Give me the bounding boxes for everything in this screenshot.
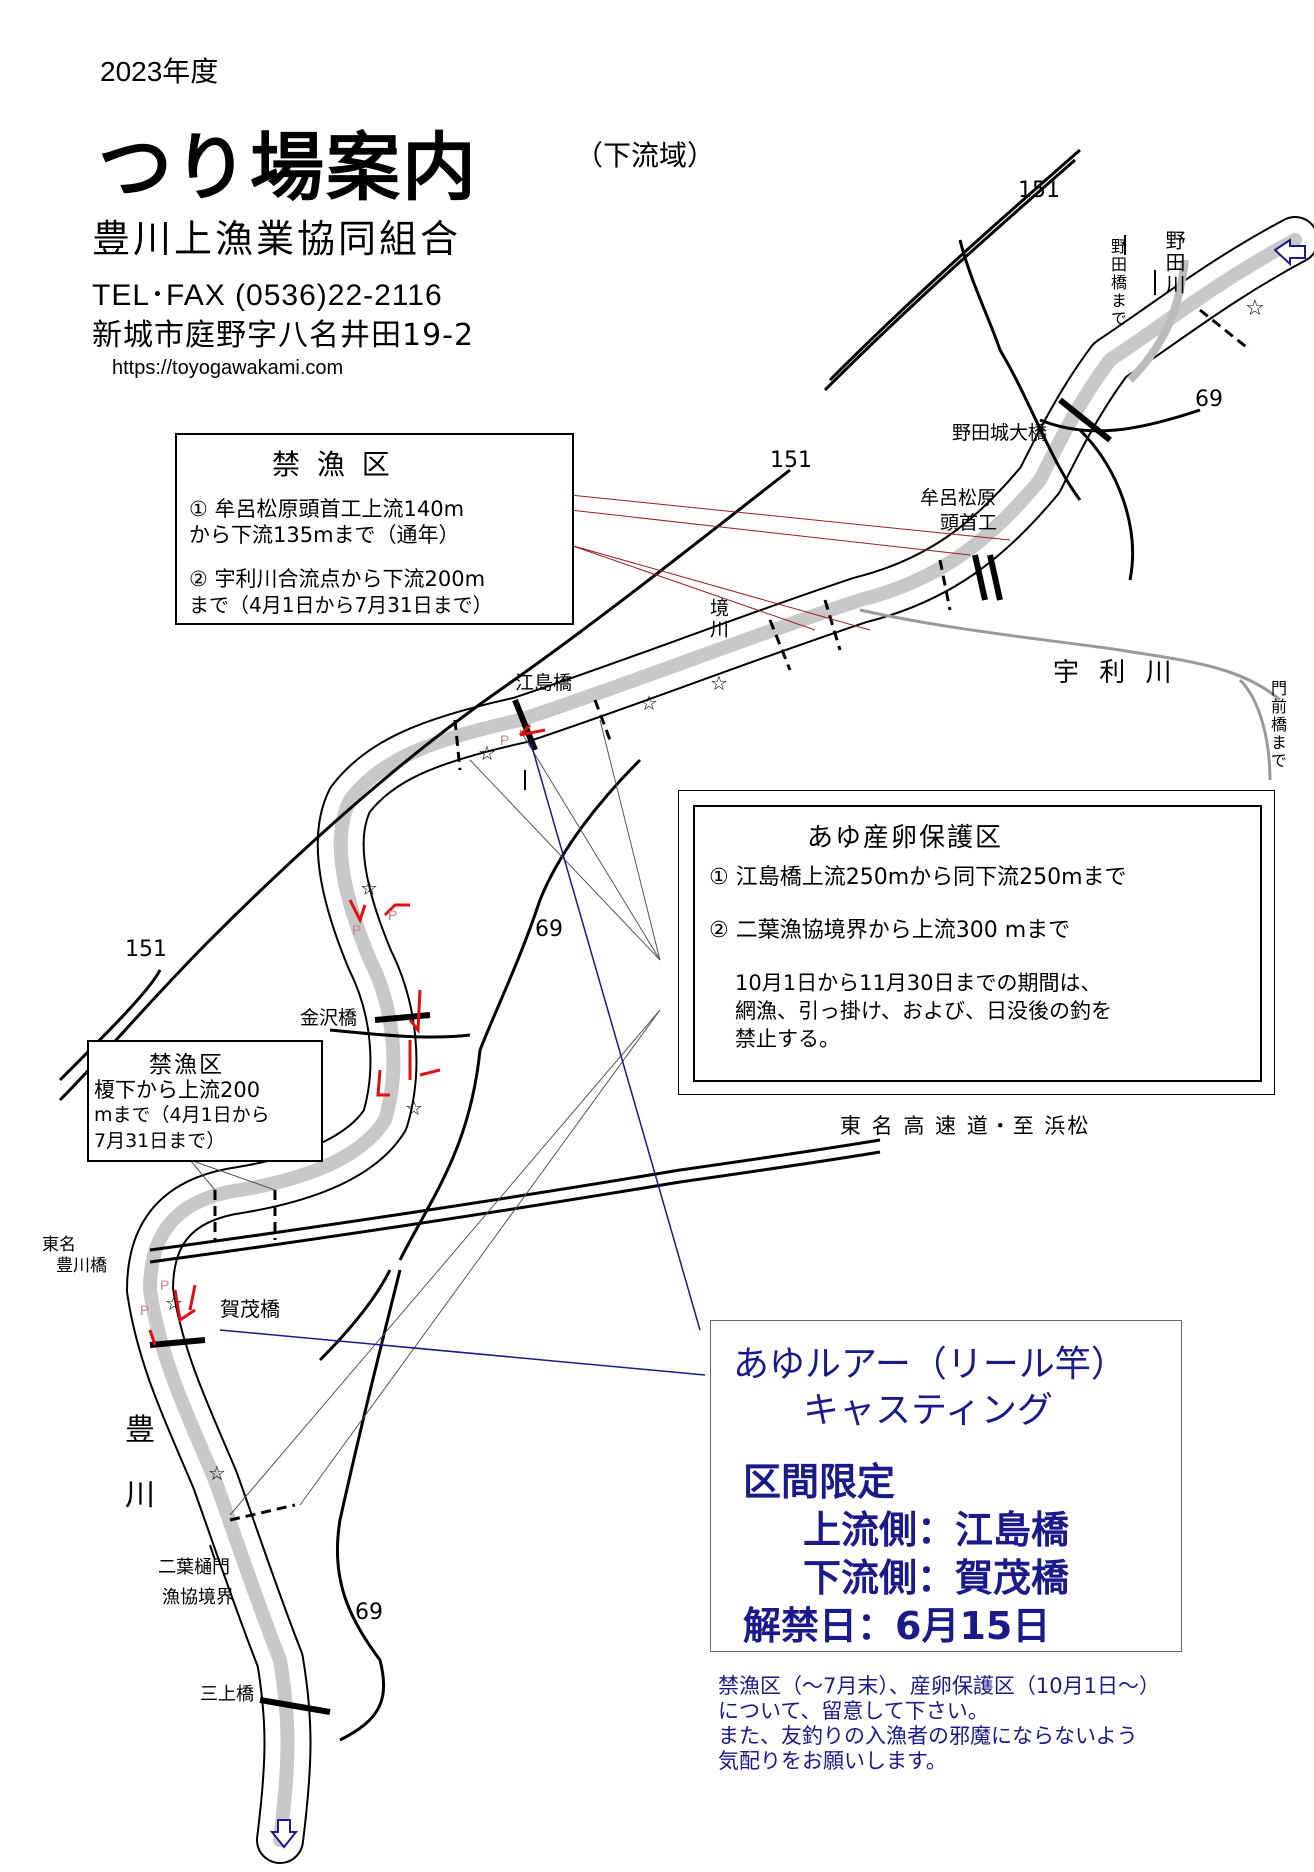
tomei-expressway-label: 東 名 高 速 道・至 浜松 <box>840 1114 1091 1138</box>
lure-line6: 解禁日：6月15日 <box>743 1604 1051 1648</box>
svg-text:☆: ☆ <box>360 876 378 900</box>
svg-text:P: P <box>352 922 361 938</box>
gyokyo-border-label: 漁協境界 <box>162 1587 234 1608</box>
mikami-bridge-label: 三上橋 <box>200 1684 254 1705</box>
prohibited-area-box-2: 禁漁区 榎下から上流200 mまで（4月1日から 7月31日まで） <box>87 1040 323 1162</box>
flow-arrows <box>269 238 1306 1849</box>
prohibited-2-line2: mまで（4月1日から <box>94 1104 270 1126</box>
lure-line2: キャスティング <box>803 1390 1053 1431</box>
website-link[interactable]: https://toyogawakami.com <box>112 357 344 379</box>
ayu-spawning-note3: 禁止する。 <box>735 1027 840 1051</box>
tick-marks <box>209 235 1156 1561</box>
lure-line4: 上流側：江島橋 <box>803 1508 1070 1552</box>
star-marks: ☆ ☆ ☆ ☆ ☆ ☆ ☆ ☆ <box>165 296 1265 1485</box>
muro-matsubara-label-1: 牟呂松原 <box>920 487 997 509</box>
toyo-char: 豊 <box>125 1413 155 1448</box>
prohibited-1-item2-line1: ② 宇利川合流点から下流200m <box>189 567 486 591</box>
parking-marks: P P P P P <box>140 732 509 1318</box>
svg-text:☆: ☆ <box>208 1461 226 1485</box>
ayu-spawning-box-inner: あゆ産卵保護区 ① 江島橋上流250mから同下流250mまで ② 二葉漁協境界か… <box>693 805 1262 1082</box>
ayu-spawning-item2: ② 二葉漁協境界から上流300 mまで <box>709 918 1071 943</box>
kanazawa-bridge-label: 金沢橋 <box>300 1007 358 1029</box>
futaba-gate-label: 二葉樋門 <box>158 1557 230 1578</box>
kawa-char: 川 <box>125 1478 155 1513</box>
tel-fax: TEL･FAX (0536)22-2116 <box>92 279 443 312</box>
river-toyokawa <box>126 216 1314 1864</box>
route-151-left: 151 <box>125 937 167 962</box>
prohibited-1-item1-line2: から下流135mまで（通年） <box>189 523 460 547</box>
svg-text:☆: ☆ <box>640 691 658 715</box>
svg-text:☆: ☆ <box>710 671 728 695</box>
monzen-bridge-made-label: 門前橋まで <box>1268 680 1287 770</box>
route-69-bottom: 69 <box>355 1600 383 1625</box>
footer-note-line4: 気配りをお願いします。 <box>718 1749 947 1773</box>
year-label: 2023年度 <box>100 56 219 87</box>
ayu-spawning-item1: ① 江島橋上流250mから同下流250mまで <box>709 865 1127 890</box>
noda-river-label: 野田川 <box>1162 230 1186 296</box>
svg-text:☆: ☆ <box>165 1291 183 1315</box>
tomei-toyokawa-label-2: 豊川橋 <box>56 1256 107 1276</box>
footer-note-line1: 禁漁区（～7月末）、産卵保護区（10月1日～） <box>718 1674 1160 1698</box>
prohibited-area-box-1: 禁 漁 区 ① 牟呂松原頭首工上流140m から下流135mまで（通年） ② 宇… <box>175 433 574 625</box>
footer-note-line3: また、友釣りの入漁者の邪魔にならないよう <box>718 1724 1138 1748</box>
lure-line5: 下流側：賀茂橋 <box>803 1556 1070 1600</box>
noda-tributary <box>1127 259 1189 383</box>
bridge-marks <box>149 397 1112 1715</box>
route-69-mid: 69 <box>535 917 563 942</box>
route-151-top: 151 <box>1018 178 1060 203</box>
svg-text:☆: ☆ <box>1245 296 1265 321</box>
lure-line1: あゆルアー（リール竿） <box>733 1344 1127 1385</box>
address: 新城市庭野字八名井田19-2 <box>92 318 475 353</box>
ayu-spawning-note2: 網漁、引っ掛け、および、日没後の釣を <box>735 999 1112 1023</box>
leader-lines <box>569 494 1011 631</box>
route-69-right: 69 <box>1195 387 1223 412</box>
muro-matsubara-label-2: 頭首工 <box>940 512 998 534</box>
uri-river-line <box>859 608 1281 702</box>
route-151-mid: 151 <box>770 448 812 473</box>
lure-line3: 区間限定 <box>743 1460 896 1504</box>
org-name: 豊川上漁業協同組合 <box>92 217 462 261</box>
red-markers <box>148 723 546 1346</box>
kamo-bridge-label: 賀茂橋 <box>220 1297 280 1321</box>
lure-casting-box: あゆルアー（リール竿） キャスティング 区間限定 上流側：江島橋 下流側：賀茂橋… <box>710 1320 1182 1652</box>
tomei-toyokawa-label-1: 東名 <box>42 1235 76 1255</box>
svg-text:P: P <box>500 732 509 748</box>
section-dashes <box>213 308 1251 1522</box>
footer-note-line2: について、留意して下さい。 <box>718 1699 989 1723</box>
lure-pointer-lines <box>219 739 706 1376</box>
svg-text:P: P <box>160 1277 169 1293</box>
noda-castle-bridge-label: 野田城大橋 <box>952 422 1048 444</box>
prohibited-title-2: 禁漁区 <box>149 1052 224 1078</box>
monzen-tributary <box>1238 678 1272 781</box>
ayu-spawning-note1: 10月1日から11月30日までの期間は、 <box>735 971 1102 995</box>
page-title: つり場案内 <box>98 125 478 211</box>
sakai-river-label: 境川 <box>707 598 729 640</box>
prohibited-2-line3: 7月31日まで） <box>94 1130 226 1152</box>
uri-river-label: 宇 利 川 <box>1053 658 1178 688</box>
prohibited-title-1: 禁 漁 区 <box>272 448 394 481</box>
svg-text:☆: ☆ <box>478 741 496 765</box>
svg-text:P: P <box>140 1302 149 1318</box>
prohibited-1-item2-line2: まで（4月1日から7月31日まで） <box>189 593 493 617</box>
svg-text:☆: ☆ <box>405 1096 423 1120</box>
prohibited-1-item1-line1: ① 牟呂松原頭首工上流140m <box>189 497 465 521</box>
enoshima-bridge-label: 江島橋 <box>515 672 573 694</box>
svg-text:P: P <box>388 907 397 923</box>
noda-bridge-made-label: 野田橋まで <box>1108 238 1127 328</box>
ayu-spawning-box-outer: あゆ産卵保護区 ① 江島橋上流250mから同下流250mまで ② 二葉漁協境界か… <box>678 790 1275 1095</box>
ayu-spawning-title: あゆ産卵保護区 <box>807 823 1004 853</box>
page-subtitle: （下流域） <box>575 139 716 172</box>
prohibited-2-line1: 榎下から上流200 <box>94 1078 261 1102</box>
roads <box>58 148 1201 1742</box>
